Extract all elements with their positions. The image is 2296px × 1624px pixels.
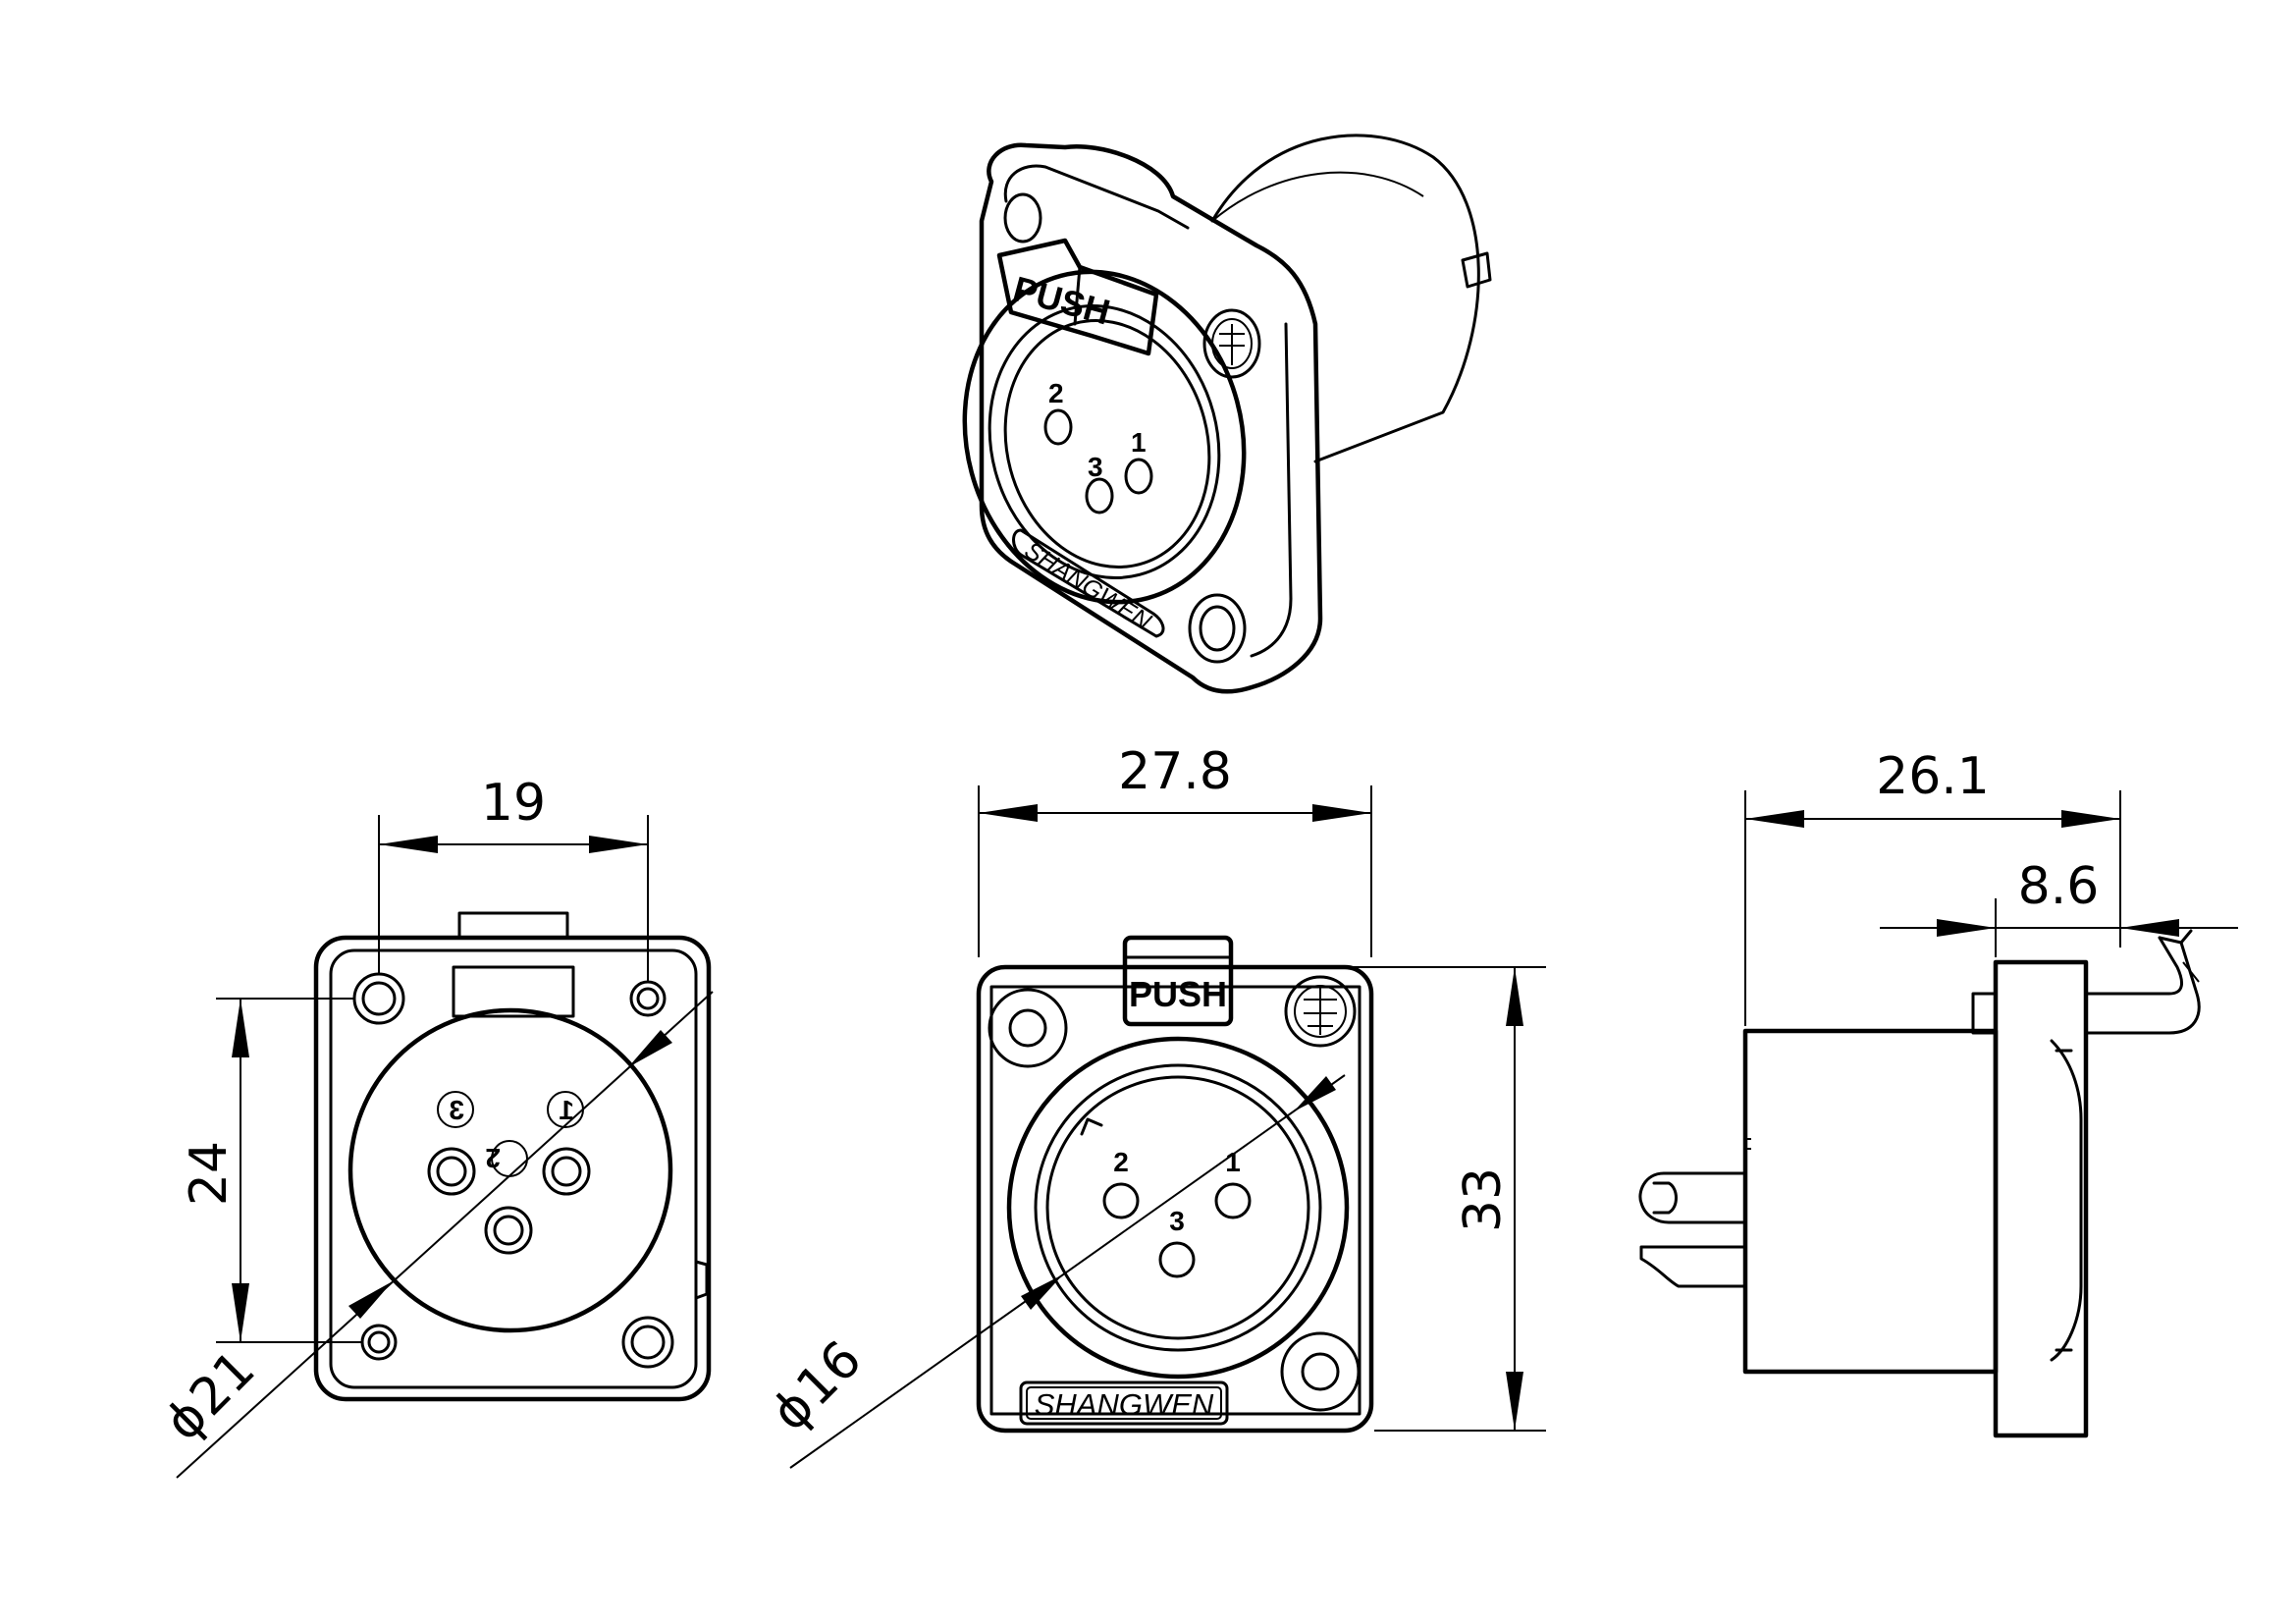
brand-label-iso: SHANGWEN <box>1020 537 1155 635</box>
pin-label-2: 2 <box>1113 1147 1129 1177</box>
side-view <box>1638 929 2201 1438</box>
side-dimensions: 26.1 8.6 <box>1744 747 2238 1026</box>
rear-dimensions: 19 24 ϕ 21 <box>154 774 714 1479</box>
pin-label-1-iso: 1 <box>1131 427 1147 458</box>
dim-front-height: 33 <box>1454 1167 1513 1232</box>
brand-logo-iso <box>1202 308 1261 379</box>
pin-label-3-iso: 3 <box>1088 452 1103 482</box>
rear-pin-label-3: 3 <box>449 1095 464 1125</box>
rear-view: 3 1 2 <box>313 911 712 1402</box>
front-dimensions: 27.8 33 ϕ 16 <box>761 742 1546 1469</box>
dim-side-flange: 8.6 <box>2018 857 2100 916</box>
front-view: PUSH 2 1 3 SHANGWEN <box>976 935 1374 1434</box>
rear-pin-label-2: 2 <box>485 1143 501 1173</box>
pin-label-3: 3 <box>1169 1206 1185 1236</box>
dim-front-width: 27.8 <box>1118 742 1232 801</box>
brand-logo <box>1284 975 1357 1048</box>
dim-rear-width: 19 <box>481 774 546 833</box>
brand-label: SHANGWEN <box>1035 1387 1214 1422</box>
rear-pin-label-1: 1 <box>559 1095 574 1125</box>
push-label: PUSH <box>1129 974 1227 1014</box>
dim-side-length: 26.1 <box>1876 747 1990 806</box>
pin-label-2-iso: 2 <box>1048 378 1064 408</box>
dim-rear-height: 24 <box>180 1141 239 1206</box>
pin-label-1: 1 <box>1225 1147 1241 1177</box>
isometric-view: 2 1 3 PUSH SHANGWEN <box>962 134 1492 694</box>
